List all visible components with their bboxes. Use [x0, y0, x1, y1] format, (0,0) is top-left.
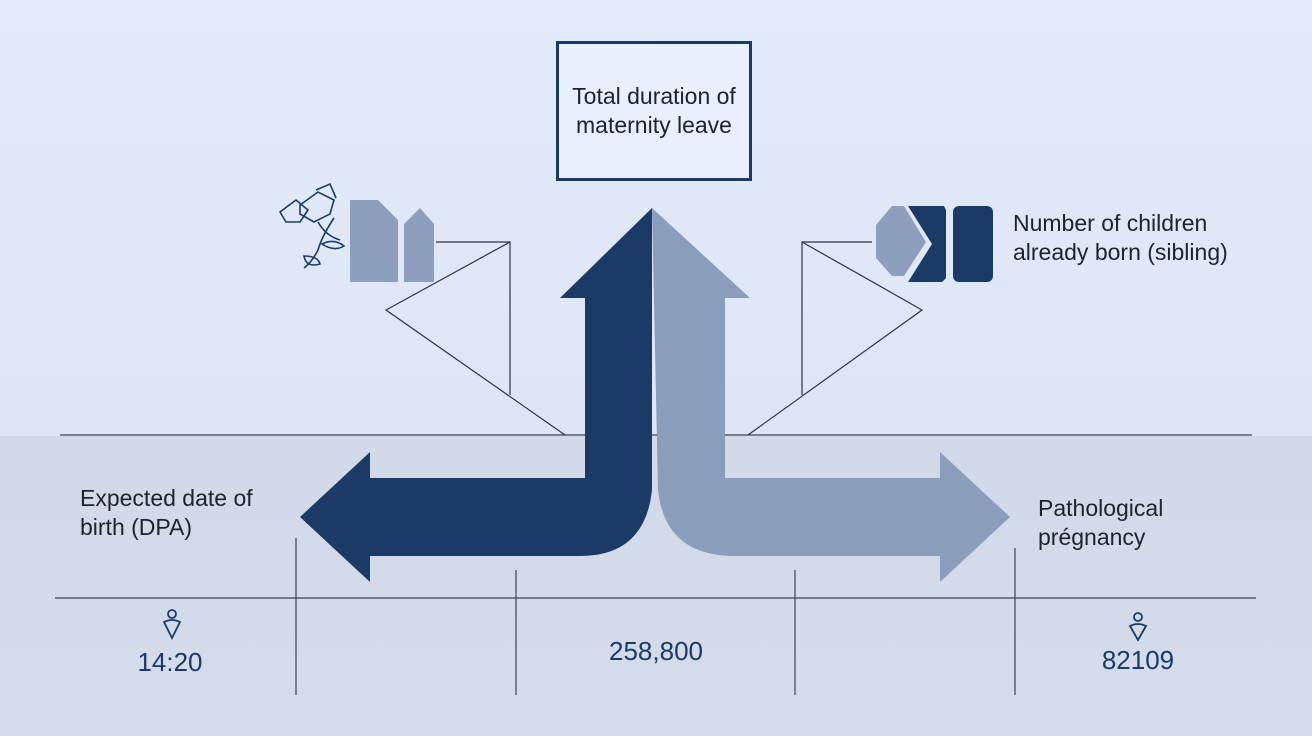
background-bottom-band	[0, 436, 1312, 736]
value-right: 82109	[1101, 645, 1175, 675]
value-left: 14:20	[137, 647, 203, 677]
label-pathological: Pathological prégnancy	[1038, 494, 1198, 552]
title-box: Total duration of maternity leave	[556, 41, 752, 181]
label-pathological-text: Pathological prégnancy	[1038, 495, 1164, 550]
diagram-title: Total duration of maternity leave	[572, 83, 736, 138]
value-center: 258,800	[609, 636, 703, 666]
chevron-blocks-icon	[876, 206, 993, 282]
light-arrow	[652, 208, 1010, 582]
label-siblings-text: Number of children already born (sibling…	[1013, 210, 1228, 265]
label-expected-birth: Expected date of birth (DPA)	[80, 484, 265, 542]
flower-sprig-icon	[278, 182, 346, 269]
location-pin-icon	[162, 609, 182, 641]
left-connector-lines	[384, 241, 566, 436]
label-siblings: Number of children already born (sibling…	[1013, 209, 1273, 267]
right-connector-lines	[747, 241, 924, 436]
label-expected-birth-text: Expected date of birth (DPA)	[80, 485, 253, 540]
dark-arrow	[300, 208, 652, 582]
tag-shapes-icon	[350, 200, 434, 282]
location-pin-icon	[1128, 612, 1148, 642]
